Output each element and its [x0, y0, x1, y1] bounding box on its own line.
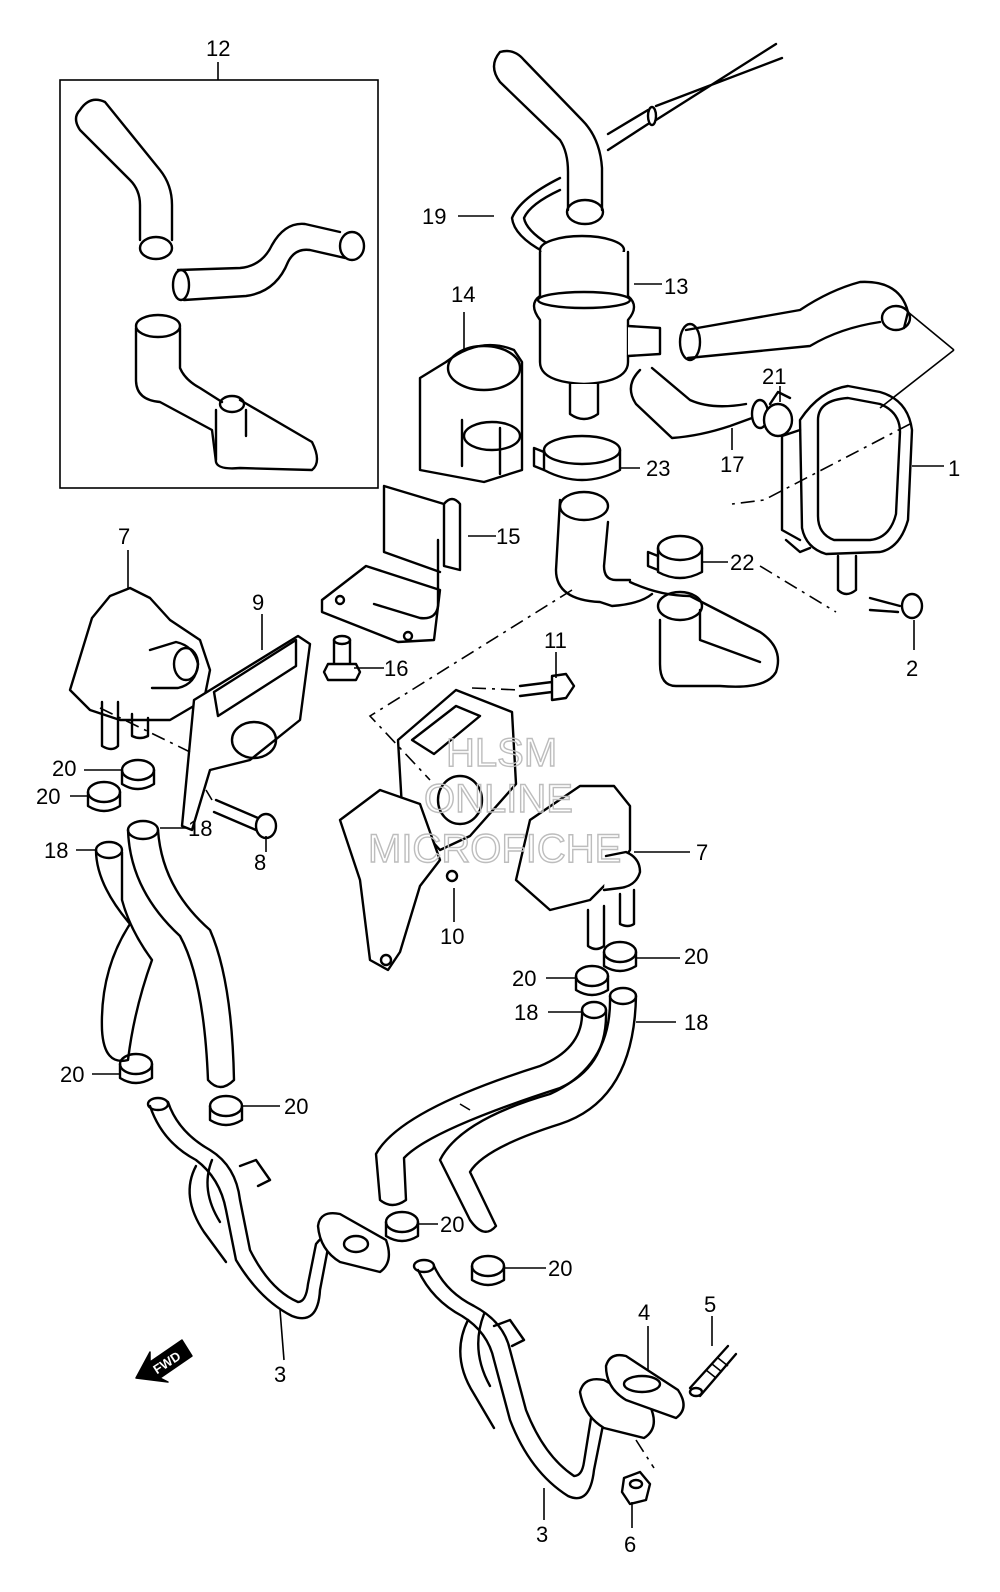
- watermark-line-2: ONLINE: [424, 777, 573, 821]
- gasket-4: [604, 1353, 685, 1420]
- fwd-arrow: FWD: [135, 1339, 193, 1383]
- callout-19: 19: [422, 204, 446, 229]
- clamp-22: [646, 534, 704, 580]
- callout-18-b: 18: [44, 838, 68, 863]
- hose-17: [629, 366, 770, 440]
- bracket-15: [320, 484, 462, 644]
- nut-6: [620, 1470, 652, 1506]
- callout-20-e: 20: [60, 1062, 84, 1087]
- callout-22: 22: [730, 550, 754, 575]
- canister-1: [780, 384, 914, 596]
- callout-18-d: 18: [684, 1010, 708, 1035]
- callout-5: 5: [704, 1292, 716, 1317]
- callout-2: 2: [906, 656, 918, 681]
- callout-20-f: 20: [284, 1094, 308, 1119]
- callout-23: 23: [646, 456, 670, 481]
- callout-20-d: 20: [512, 966, 536, 991]
- hose-kit-group: [59, 62, 379, 489]
- callout-21: 21: [762, 364, 786, 389]
- valve-13: [532, 234, 662, 421]
- bolt-16: [322, 634, 362, 682]
- watermark-line-3: MICROFICHE: [368, 827, 621, 871]
- screw-2: [868, 592, 924, 620]
- hose-lower-right: [554, 490, 780, 688]
- callout-20-g: 20: [440, 1212, 464, 1237]
- callout-3-right: 3: [536, 1522, 548, 1547]
- callout-20-a: 20: [52, 756, 76, 781]
- stud-5: [688, 1344, 738, 1398]
- watermark: HLSM ONLINE MICROFICHE: [367, 730, 622, 871]
- callout-8: 8: [254, 850, 266, 875]
- pump-7-right: [514, 784, 642, 951]
- pump-7-left: [68, 586, 212, 751]
- clamp-21: [762, 390, 794, 438]
- hose-upper-right: [678, 280, 912, 362]
- pipe-3-left: [146, 1096, 391, 1320]
- callout-17: 17: [720, 452, 744, 477]
- callout-15: 15: [496, 524, 520, 549]
- callout-1: 1: [948, 456, 960, 481]
- callout-7-right: 7: [696, 840, 708, 865]
- callout-9: 9: [252, 590, 264, 615]
- leader-lines: [70, 215, 955, 1528]
- hoses-18-left: [94, 819, 236, 1089]
- callout-14: 14: [451, 282, 475, 307]
- callout-18-c: 18: [514, 1000, 538, 1025]
- callout-10: 10: [440, 924, 464, 949]
- callout-11: 11: [544, 628, 567, 653]
- callout-18-a: 18: [188, 816, 212, 841]
- bolt-8: [212, 798, 278, 840]
- bracket-10: [338, 688, 518, 972]
- hose-19: [492, 42, 784, 254]
- hoses-18-right: [374, 986, 638, 1233]
- watermark-line-1: HLSM: [446, 731, 557, 775]
- callout-3-left: 3: [274, 1362, 286, 1387]
- assembly-lines: [99, 423, 911, 1469]
- callout-20-b: 20: [36, 784, 60, 809]
- callout-4: 4: [638, 1300, 650, 1325]
- callout-6: 6: [624, 1532, 636, 1557]
- callout-16: 16: [384, 656, 408, 681]
- callout-12: 12: [206, 36, 230, 61]
- callout-20-h: 20: [548, 1256, 572, 1281]
- callouts: 12 19 13 14 21 17 1 23 15 22 7 9 11 16 2…: [36, 36, 960, 1557]
- clamp-23: [532, 434, 622, 482]
- callout-7-left: 7: [118, 524, 130, 549]
- bracket-14: [418, 343, 524, 484]
- bolt-11: [518, 672, 576, 702]
- callout-20-c: 20: [684, 944, 708, 969]
- callout-13: 13: [664, 274, 688, 299]
- pipe-3-right: [412, 1258, 656, 1500]
